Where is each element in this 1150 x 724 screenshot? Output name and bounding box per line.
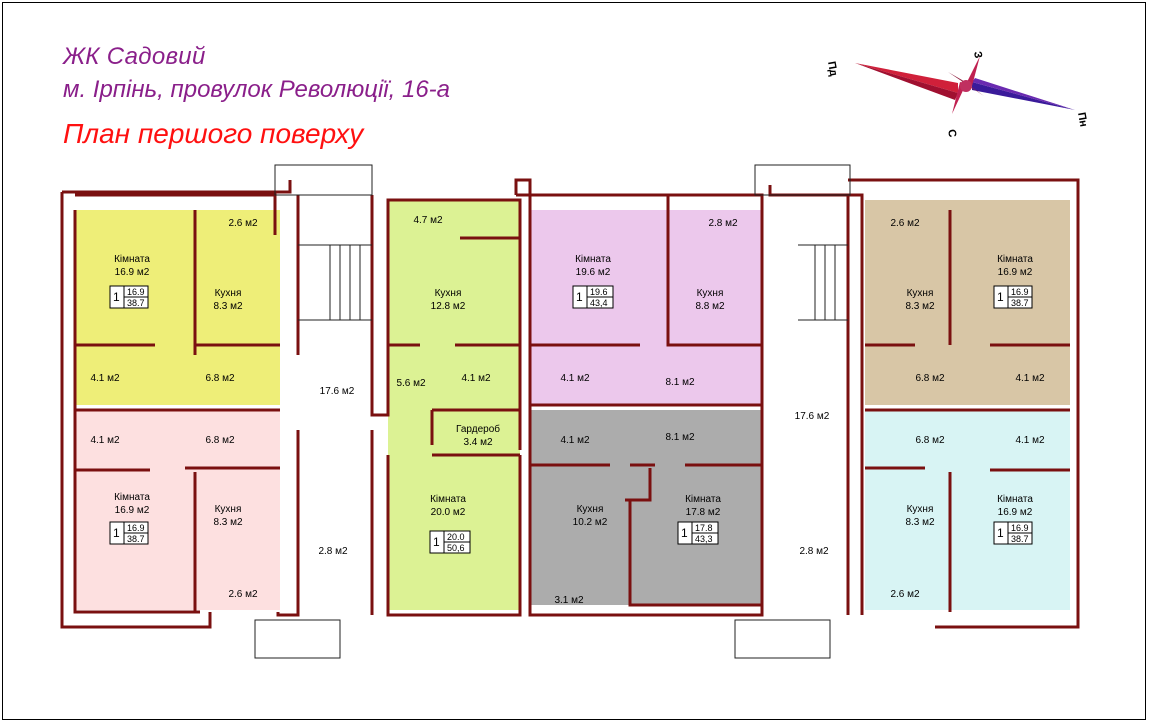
room-r30-area: 2.8 м2 — [799, 546, 829, 557]
room-r27-name: Кімната — [685, 494, 721, 505]
room-r9-area: 8.3 м2 — [213, 517, 243, 528]
room-r38-name: Кімната — [997, 494, 1033, 505]
room-r11-area: 17.6 м2 — [320, 386, 355, 397]
room-r2-name: Кухня — [215, 288, 242, 299]
room-r40-area: 2.6 м2 — [890, 589, 920, 600]
badge-b2: 1 16.9 38.7 — [109, 521, 149, 545]
room-r13-area: 4.7 м2 — [413, 215, 443, 226]
badge-b1-total: 38.7 — [127, 298, 145, 308]
badge-b6-rooms: 1 — [997, 290, 1004, 304]
room-r21-name: Кухня — [697, 288, 724, 299]
room-r36-area: 6.8 м2 — [915, 435, 945, 446]
room-r39-area: 8.3 м2 — [905, 517, 935, 528]
badge-b6: 1 16.9 38.7 — [993, 285, 1033, 309]
room-r7-area: 6.8 м2 — [205, 435, 235, 446]
room-r10-area: 2.6 м2 — [228, 589, 258, 600]
room-r35-area: 4.1 м2 — [1015, 373, 1045, 384]
room-r21-area: 8.8 м2 — [695, 301, 725, 312]
room-r23-area: 8.1 м2 — [665, 377, 695, 388]
badge-b3-rooms: 1 — [433, 535, 440, 549]
badge-b5-rooms: 1 — [681, 526, 688, 540]
badge-b5-total: 43,3 — [695, 534, 713, 544]
room-r28-area: 3.1 м2 — [554, 595, 584, 606]
room-r19-name: Кімната — [575, 254, 611, 265]
badge-b1-living: 16.9 — [127, 287, 145, 297]
room-r8-area: 16.9 м2 — [115, 505, 150, 516]
room-r33-area: 8.3 м2 — [905, 301, 935, 312]
room-r14-name: Кухня — [435, 288, 462, 299]
badge-b4: 1 19.6 43,4 — [572, 285, 614, 309]
room-r2-area: 8.3 м2 — [213, 301, 243, 312]
badge-b3-living: 20.0 — [447, 532, 465, 542]
stairs — [254, 164, 851, 659]
room-r17-area: 3.4 м2 — [463, 437, 493, 448]
badge-b1: 1 16.9 38.7 — [109, 285, 149, 309]
room-r19-area: 19.6 м2 — [576, 267, 611, 278]
badge-b4-total: 43,4 — [590, 298, 608, 308]
compass-east: Пн — [1075, 111, 1089, 127]
plan-title: План першого поверху — [63, 118, 364, 149]
badge-b1-rooms: 1 — [113, 290, 120, 304]
room-r33-name: Кухня — [907, 288, 934, 299]
room-r9-name: Кухня — [215, 504, 242, 515]
room-r18-area: 20.0 м2 — [431, 507, 466, 518]
badge-b4-living: 19.6 — [590, 287, 608, 297]
room-r12-area: 2.8 м2 — [318, 546, 348, 557]
room-r18-name: Кімната — [430, 494, 466, 505]
compass-rose: З Пд С Пн — [825, 50, 1089, 138]
badge-b5: 1 17.8 43,3 — [677, 521, 719, 545]
room-r25-area: 8.1 м2 — [665, 432, 695, 443]
room-fills — [75, 200, 1070, 610]
room-r22-area: 4.1 м2 — [560, 373, 590, 384]
badge-b2-rooms: 1 — [113, 526, 120, 540]
room-r26-area: 10.2 м2 — [573, 517, 608, 528]
room-r32-area: 16.9 м2 — [998, 267, 1033, 278]
room-r39-name: Кухня — [907, 504, 934, 515]
address: м. Ірпінь, провулок Революції, 16-а — [63, 76, 450, 103]
room-r26-name: Кухня — [577, 504, 604, 515]
room-r24-area: 4.1 м2 — [560, 435, 590, 446]
badge-b7: 1 16.9 38.7 — [993, 521, 1033, 545]
compass-south: Пд — [825, 60, 839, 77]
badge-b2-total: 38.7 — [127, 534, 145, 544]
badge-b6-living: 16.9 — [1011, 287, 1029, 297]
badge-b3: 1 20.0 50,6 — [429, 530, 471, 554]
room-r15-area: 5.6 м2 — [396, 378, 426, 389]
room-r5-area: 6.8 м2 — [205, 373, 235, 384]
room-r1-area: 16.9 м2 — [115, 267, 150, 278]
room-r27-area: 17.8 м2 — [686, 507, 721, 518]
badge-b7-rooms: 1 — [997, 526, 1004, 540]
badge-b6-total: 38.7 — [1011, 298, 1029, 308]
room-r20-area: 2.8 м2 — [708, 218, 738, 229]
room-r38-area: 16.9 м2 — [998, 507, 1033, 518]
room-r29-area: 17.6 м2 — [795, 411, 830, 422]
compass-west: З — [971, 50, 984, 59]
room-r14-area: 12.8 м2 — [431, 301, 466, 312]
room-r34-area: 6.8 м2 — [915, 373, 945, 384]
room-r6-area: 4.1 м2 — [90, 435, 120, 446]
badge-b4-rooms: 1 — [576, 290, 583, 304]
room-r1-name: Кімната — [114, 254, 150, 265]
badge-b7-living: 16.9 — [1011, 523, 1029, 533]
room-r16-area: 4.1 м2 — [461, 373, 491, 384]
badge-b7-total: 38.7 — [1011, 534, 1029, 544]
compass-north: С — [945, 128, 958, 138]
room-r3-area: 2.6 м2 — [228, 218, 258, 229]
badge-b3-total: 50,6 — [447, 543, 465, 553]
badge-b5-living: 17.8 — [695, 523, 713, 533]
room-r8-name: Кімната — [114, 492, 150, 503]
room-r17-name: Гардероб — [456, 423, 500, 435]
room-r4-area: 4.1 м2 — [90, 373, 120, 384]
complex-name: ЖК Садовий — [63, 43, 206, 70]
room-r37-area: 4.1 м2 — [1015, 435, 1045, 446]
badge-b2-living: 16.9 — [127, 523, 145, 533]
room-r32-name: Кімната — [997, 254, 1033, 265]
room-r31-area: 2.6 м2 — [890, 218, 920, 229]
